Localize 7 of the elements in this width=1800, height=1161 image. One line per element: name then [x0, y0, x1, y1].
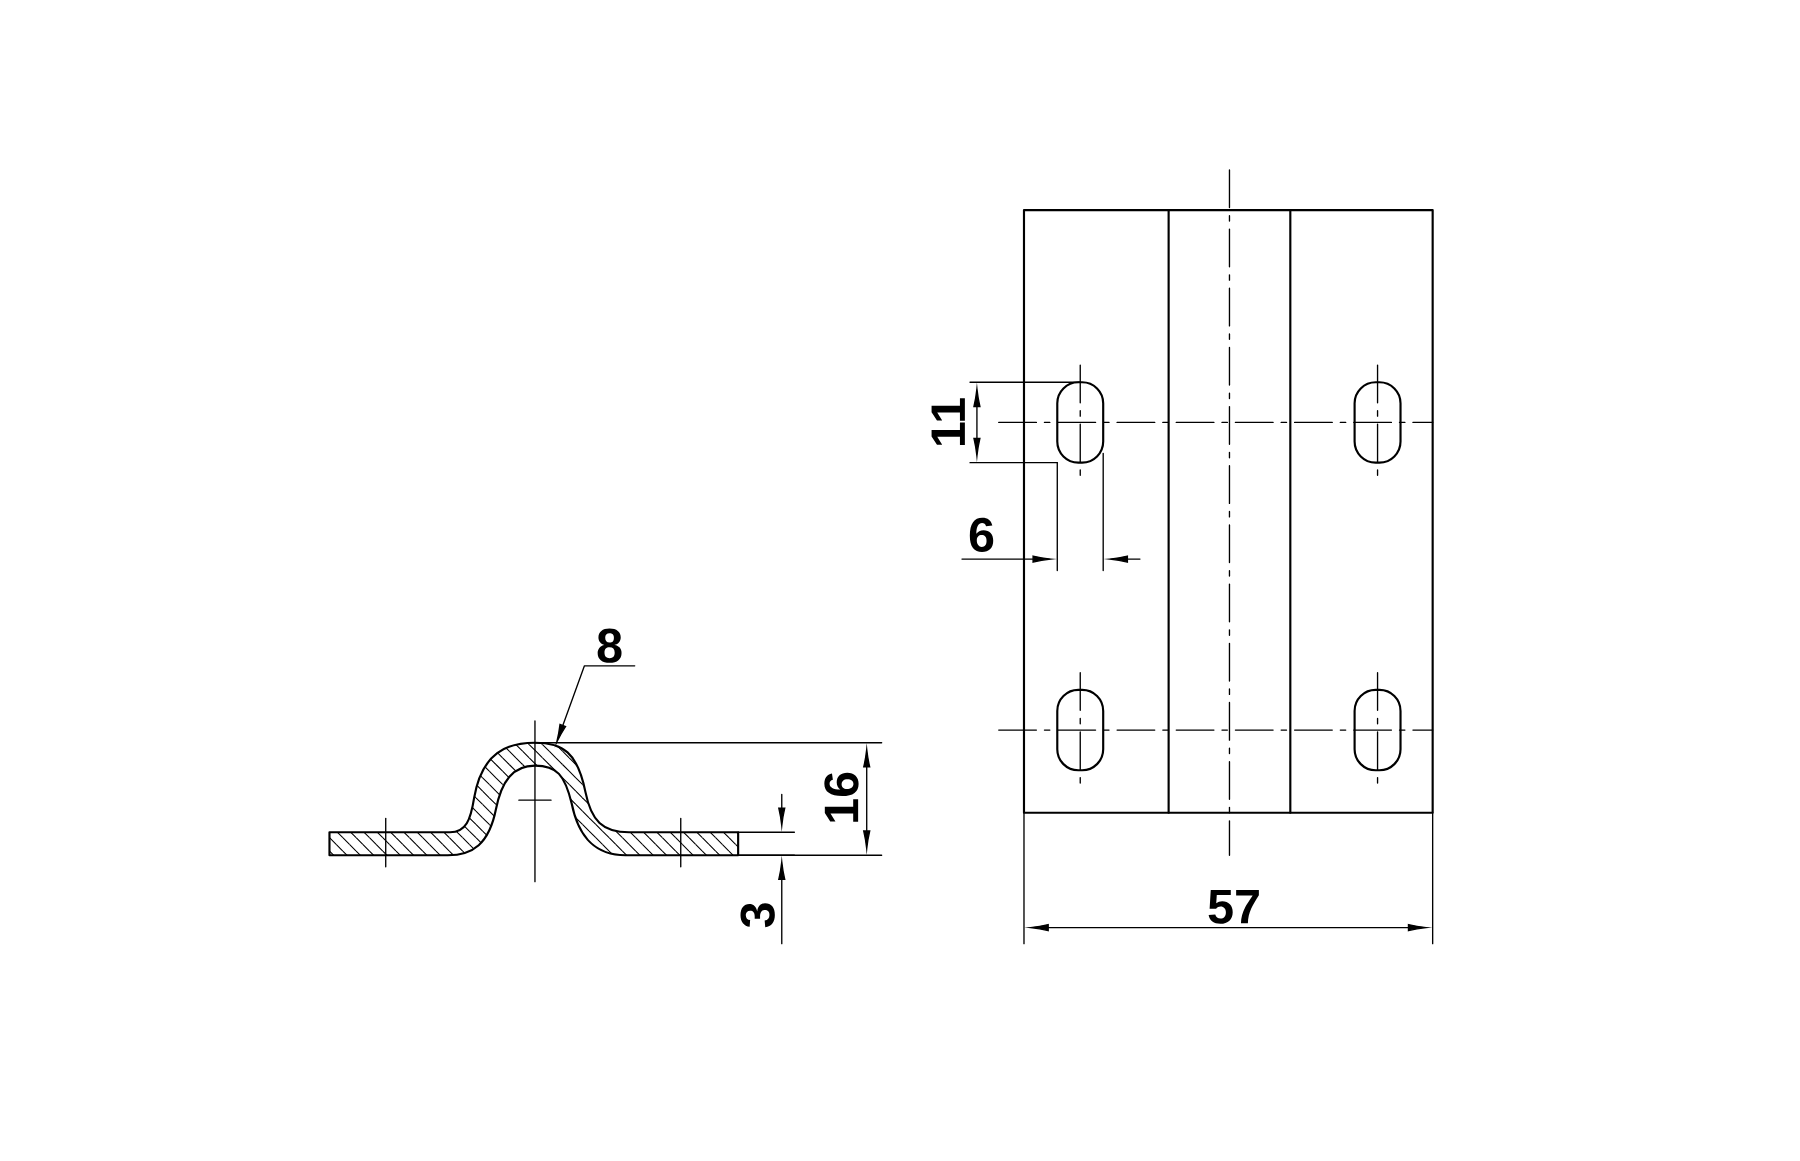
dimension-label: 16 — [824, 772, 859, 822]
dimension-label: 3 — [740, 903, 775, 928]
section-drawing — [328, 720, 740, 883]
dimension-label: 11 — [931, 398, 965, 446]
dimension-label: 57 — [1208, 890, 1259, 924]
dimension-label: 6 — [969, 518, 994, 553]
dimension-label: 8 — [597, 628, 622, 664]
